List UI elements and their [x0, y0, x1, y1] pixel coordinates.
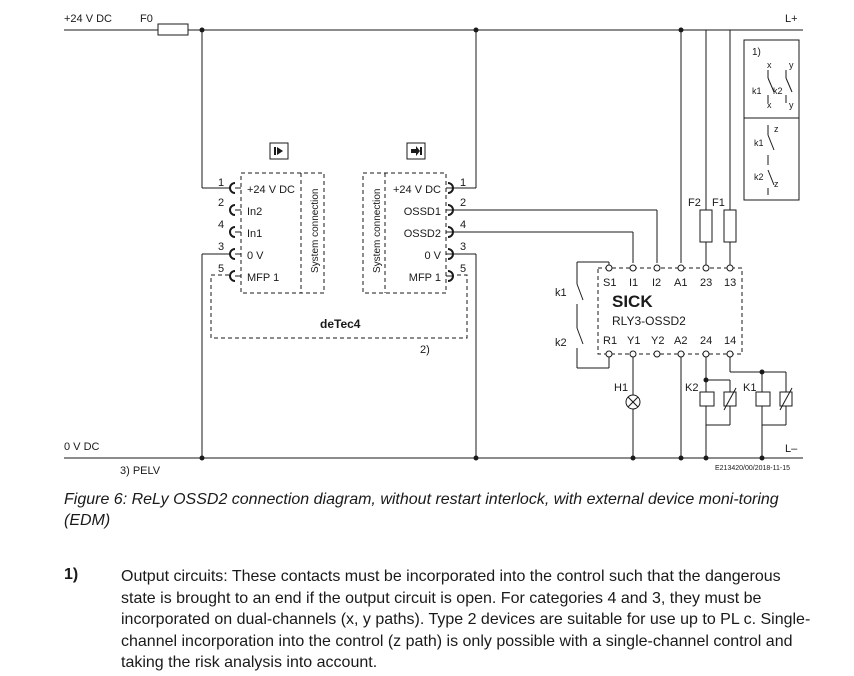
relay-k2-label: k2 [555, 337, 567, 349]
rail-pos-label: L+ [785, 13, 798, 25]
receiver-system-connection: System connection [372, 189, 383, 274]
relay-terminal: Y1 [627, 335, 640, 347]
relay-terminal: A1 [674, 277, 687, 289]
supply-pos-label: +24 V DC [64, 13, 112, 25]
inset-note: 1) [752, 47, 761, 58]
fuse-f0 [157, 23, 189, 36]
sender-pin-label: 0 V [247, 250, 264, 262]
relay-terminal: 24 [700, 335, 712, 347]
receiver-pin-num: 2 [460, 197, 466, 209]
relay-terminal: 13 [724, 277, 736, 289]
relay-terminal: S1 [603, 277, 616, 289]
receiver-icon [406, 142, 426, 160]
relay-brand: SICK [612, 292, 653, 311]
sender-pin-label: In1 [247, 228, 262, 240]
receiver-pin-num: 1 [460, 177, 466, 189]
relay-terminal: A2 [674, 335, 687, 347]
inset-z-top: z [774, 124, 779, 134]
sender-pin-num: 3 [218, 241, 224, 253]
sender-pin-label: In2 [247, 206, 262, 218]
detec-note: 2) [420, 344, 430, 356]
relay-terminal: 23 [700, 277, 712, 289]
detec-name: deTec4 [320, 317, 361, 331]
sender-pin-num: 1 [218, 177, 224, 189]
receiver-pin-num: 4 [460, 219, 466, 231]
doc-id: E213420/00/2018-11-15 [715, 465, 790, 472]
rail-neg-label: L– [785, 443, 798, 455]
sender-pin-num: 5 [218, 263, 224, 275]
sender-pin-label: MFP 1 [247, 272, 279, 284]
receiver-pin-label: +24 V DC [393, 184, 441, 196]
receiver-pin-num: 5 [460, 263, 466, 275]
lamp-label: H1 [614, 382, 628, 394]
relay-k1-label: k1 [555, 287, 567, 299]
fuse-f0-label: F0 [140, 13, 153, 25]
relay-terminal: I1 [629, 277, 638, 289]
relay-terminal: Y2 [651, 335, 664, 347]
sender-pin-label: +24 V DC [247, 184, 295, 196]
inset-y-bottom: y [789, 100, 794, 110]
receiver-pin-num: 3 [460, 241, 466, 253]
inset-k1: k1 [752, 86, 762, 96]
receiver-pin-label: OSSD1 [404, 206, 441, 218]
relay-model: RLY3-OSSD2 [612, 314, 686, 328]
footnote-text: Output circuits: These contacts must be … [121, 568, 811, 671]
sender-pin-num: 2 [218, 197, 224, 209]
detec-sender-box [240, 172, 325, 294]
relay-terminal: I2 [652, 277, 661, 289]
relay-terminal: 14 [724, 335, 736, 347]
footnote-number: 1) [64, 566, 79, 583]
inset-y-top: y [789, 60, 794, 70]
receiver-pin-label: OSSD2 [404, 228, 441, 240]
sender-system-connection: System connection [310, 189, 321, 274]
contactor-k2-label: K2 [685, 382, 698, 394]
contactor-k1-label: K1 [743, 382, 756, 394]
supply-neg-label: 0 V DC [64, 441, 100, 453]
inset-k2-z: k2 [754, 172, 764, 182]
relay-box [597, 267, 743, 355]
receiver-pin-label: MFP 1 [409, 272, 441, 284]
output-circuit-inset [743, 39, 800, 201]
figure-caption: Figure 6: ReLy OSSD2 connection diagram,… [64, 491, 779, 529]
sender-icon [269, 142, 289, 160]
inset-x-top: x [767, 60, 772, 70]
inset-x-bottom: x [767, 100, 772, 110]
fuse-f2-label: F2 [688, 197, 701, 209]
connection-diagram: +24 V DC F0 L+ 0 V DC L– 3) PELV E213420… [64, 13, 803, 477]
inset-k2: k2 [773, 86, 783, 96]
relay-terminal: R1 [603, 335, 617, 347]
pelv-label: 3) PELV [120, 465, 161, 477]
detec-receiver-box [362, 172, 447, 294]
inset-k1-z: k1 [754, 138, 764, 148]
fuse-f1-label: F1 [712, 197, 725, 209]
sender-pin-num: 4 [218, 219, 224, 231]
inset-z-bottom: z [774, 179, 779, 189]
receiver-pin-label: 0 V [424, 250, 441, 262]
